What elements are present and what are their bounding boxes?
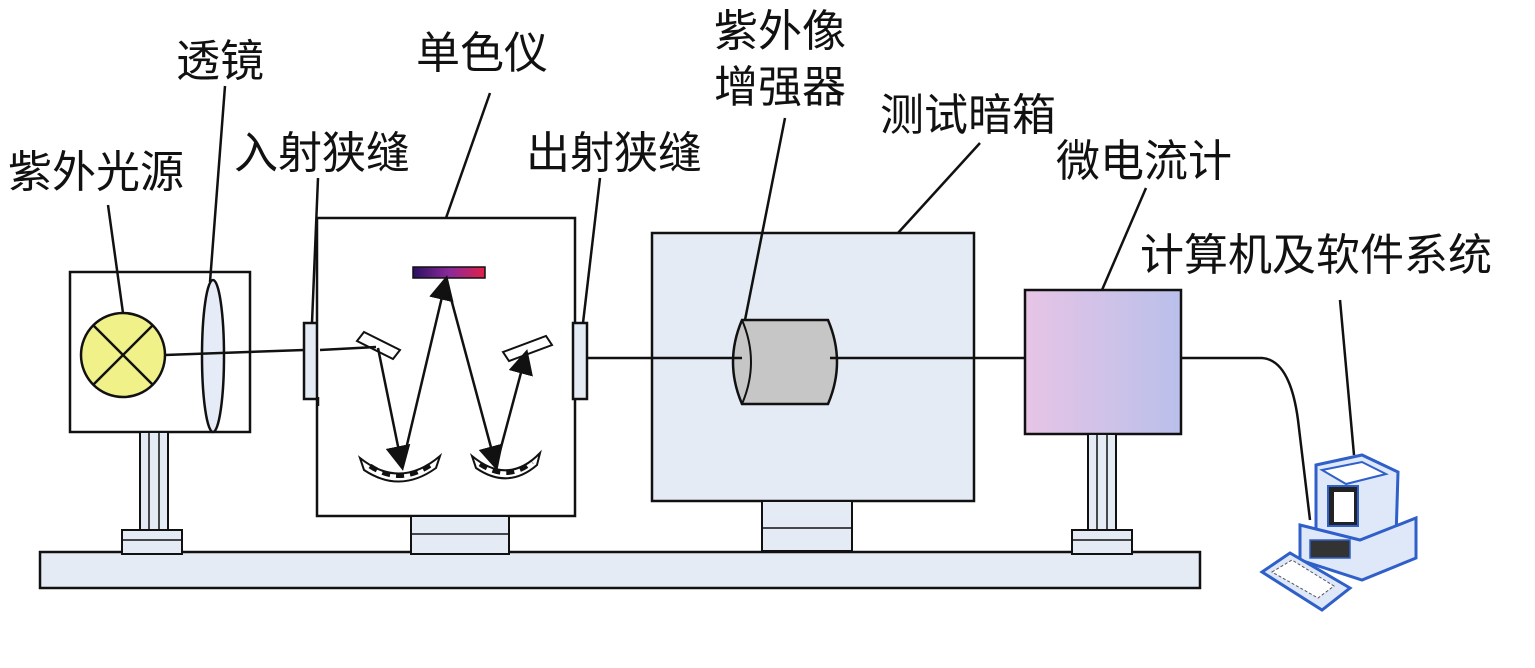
optical-rail [38, 550, 1202, 590]
exit-slit-icon [571, 321, 589, 401]
label-exit-slit: 出射狭缝 [526, 128, 702, 179]
label-monochromator: 单色仪 [416, 28, 548, 79]
label-computer-system: 计算机及软件系统 [1140, 230, 1492, 281]
label-lens: 透镜 [176, 36, 264, 87]
beam-path [164, 345, 1312, 521]
label-entrance-slit: 入射狭缝 [234, 128, 410, 179]
label-uv-intensifier-line1: 紫外像 [714, 6, 846, 57]
diffraction-grating-icon [412, 266, 486, 279]
microammeter-box [1023, 288, 1183, 555]
label-dark-box: 测试暗箱 [880, 90, 1056, 141]
label-uv-source: 紫外光源 [8, 147, 184, 198]
uv-source-lamp-icon [79, 311, 167, 399]
label-microammeter: 微电流计 [1056, 136, 1232, 187]
lens-icon [200, 278, 226, 434]
monochromator-light-path [376, 275, 533, 471]
uv-image-intensifier-icon [731, 318, 839, 406]
label-uv-intensifier-line2: 增强器 [714, 62, 846, 113]
leader-lines [106, 85, 1356, 456]
computer-icon [1259, 453, 1418, 612]
